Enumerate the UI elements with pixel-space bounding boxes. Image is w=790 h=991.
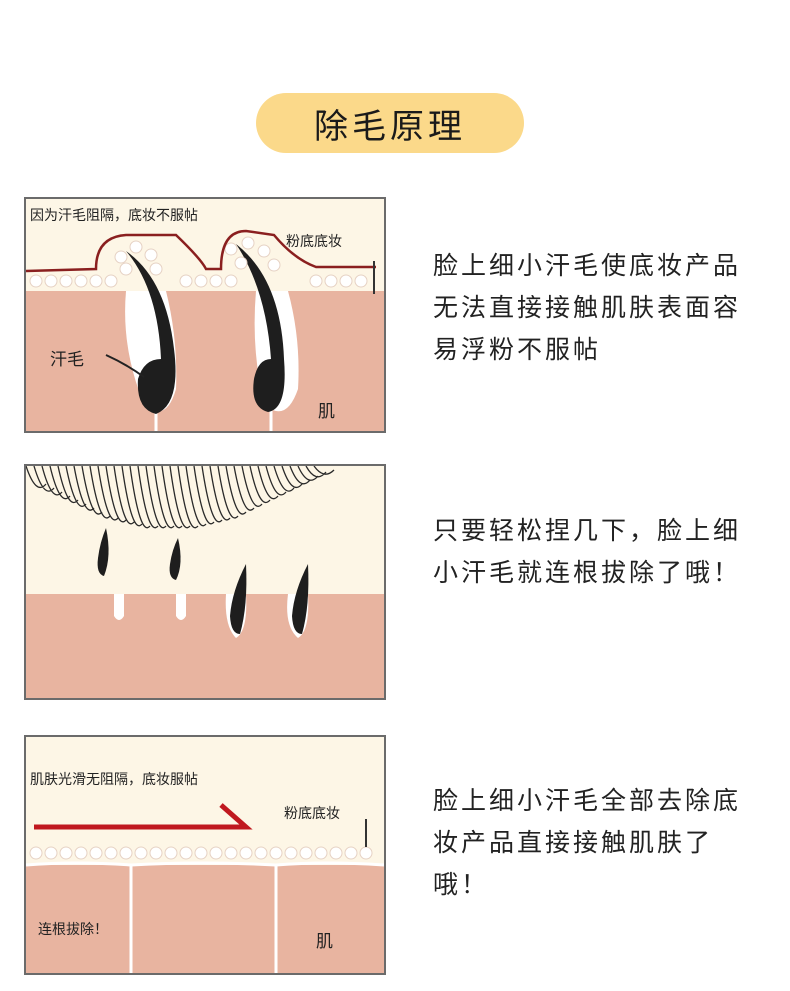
smooth-skin-diagram — [26, 737, 384, 973]
spring-tool-diagram — [26, 466, 384, 698]
foundation-particles — [29, 846, 373, 860]
skin-layer — [26, 291, 384, 431]
hair-strand — [230, 564, 247, 634]
hair-label: 汗毛 — [50, 350, 84, 370]
makeup-label: 粉底底妆 — [284, 806, 340, 822]
diagram-panel-smooth-skin: 肌肤光滑无阻隔，底妆服帖 粉底底妆 连根拔除！ 肌 — [24, 735, 386, 975]
skin-diagram-with-hair — [26, 229, 384, 431]
hair-label-pointer — [105, 354, 145, 378]
foundation-particles — [29, 236, 368, 288]
skin-layer — [26, 865, 384, 973]
hair-strand — [292, 564, 309, 634]
skin-layer — [26, 594, 384, 698]
diagram-panel-spring-removal — [24, 464, 386, 700]
panel-caption: 因为汗毛阻隔，底妆不服帖 — [30, 208, 198, 224]
title-badge: 除毛原理 — [256, 93, 524, 153]
page-title: 除毛原理 — [314, 106, 466, 147]
plucked-hair — [97, 528, 109, 576]
panel-description: 脸上细小汗毛全部去除底妆产品直接接触肌肤了哦！ — [433, 786, 742, 899]
hair-strand — [126, 251, 176, 414]
smooth-arrow — [34, 803, 253, 830]
hair-strand — [236, 244, 285, 412]
makeup-contour-line — [26, 229, 376, 273]
spring-coil — [26, 466, 335, 529]
diagram-panel-hair-blocking: 因为汗毛阻隔，底妆不服帖 粉底底妆 汗毛 肌 — [24, 197, 386, 433]
skin-label: 肌 — [318, 402, 335, 422]
action-label: 连根拔除！ — [38, 922, 108, 938]
panel-description: 脸上细小汗毛使底妆产品无法直接接触肌肤表面容易浮粉不服帖 — [433, 251, 742, 364]
empty-follicle — [114, 594, 124, 620]
plucked-hair — [169, 538, 181, 580]
skin-surface-line — [26, 861, 384, 867]
panel-description: 只要轻松捏几下，脸上细小汗毛就连根拔除了哦！ — [433, 516, 742, 587]
panel-caption: 肌肤光滑无阻隔，底妆服帖 — [30, 772, 198, 788]
makeup-label: 粉底底妆 — [286, 234, 342, 250]
skin-label: 肌 — [316, 932, 333, 952]
skin-cell-lines — [129, 865, 278, 973]
empty-follicle — [176, 594, 186, 620]
